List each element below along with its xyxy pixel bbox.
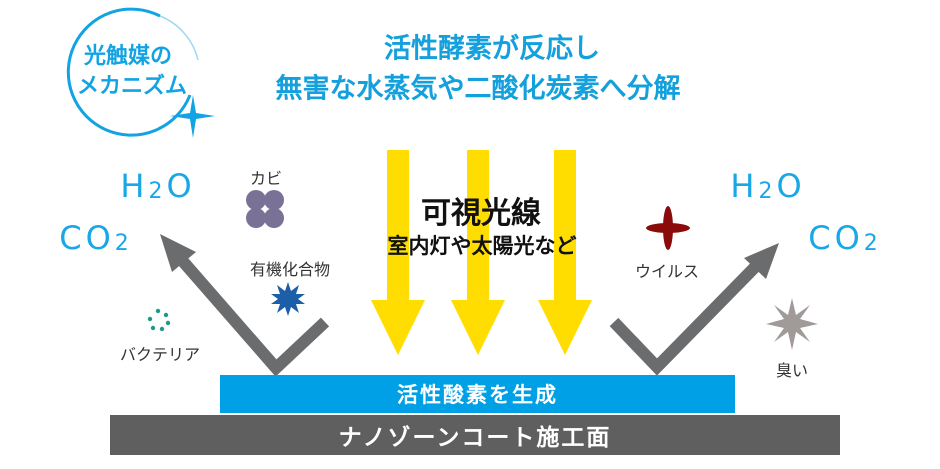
h2o-left: H2O	[120, 167, 196, 205]
odor-label: 臭い	[775, 361, 809, 380]
active-oxygen-bar: 活性酸素を生成	[220, 375, 735, 413]
decomposition-arrow-left	[160, 234, 330, 377]
odor-icon	[766, 298, 818, 350]
h2o-right: H2O	[730, 167, 806, 205]
visible-light-arrows	[371, 150, 592, 355]
title-line1: 活性酵素が反応し	[384, 33, 600, 65]
light-arrow	[451, 150, 505, 355]
decomposition-arrow-right	[609, 243, 779, 376]
virus-icon	[646, 206, 690, 250]
co2-right: CO2	[808, 219, 882, 257]
light-arrow	[371, 150, 425, 355]
bacteria-icon	[147, 308, 171, 332]
badge-circle	[66, 7, 199, 137]
organic-compound-label: 有機化合物	[249, 260, 331, 279]
coated-surface-bar: ナノゾーンコート施工面	[110, 415, 840, 455]
mold-icon	[246, 190, 284, 228]
title-line2: 無害な水蒸気や二酸化炭素へ分解	[275, 73, 681, 105]
badge-line2: メカニズム	[76, 74, 188, 99]
visible-light-subtitle: 室内灯や太陽光など	[387, 234, 577, 258]
sparkle-icon	[170, 95, 215, 138]
mold-label: カビ	[249, 169, 283, 188]
co2-left: CO2	[59, 219, 133, 257]
virus-label: ウイルス	[634, 262, 700, 281]
visible-light-title: 可視光線	[421, 196, 541, 231]
organic-compound-icon	[271, 282, 305, 316]
light-arrow	[538, 150, 592, 355]
badge-line1: 光触媒の	[83, 44, 173, 69]
bacteria-label: バクテリア	[119, 345, 201, 364]
